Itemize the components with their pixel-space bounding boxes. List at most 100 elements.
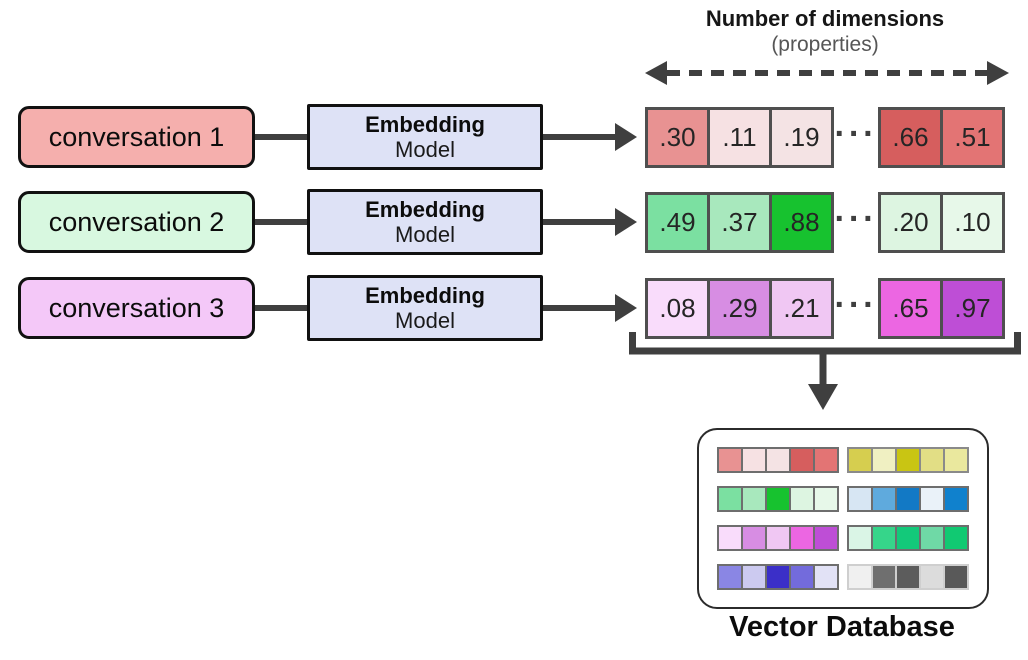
db-vector-cell [849, 449, 871, 471]
vector-database-label: Vector Database [729, 611, 955, 643]
vector-cell: .97 [940, 280, 1002, 336]
db-vector-cell [895, 566, 919, 588]
dimensions-header: Number of dimensions (properties) [645, 6, 1005, 58]
db-vector-cell [919, 449, 943, 471]
arrow-head-icon [615, 123, 637, 151]
db-yellow-vector [847, 447, 969, 473]
db-vector-cell [719, 527, 741, 549]
vector-3-right-cells: .65 .97 [878, 277, 1005, 339]
ellipsis-dots: ··· [834, 200, 878, 238]
db-vector-cell [789, 488, 813, 510]
vector-3-left-cells: .08 .29 .21 [645, 277, 834, 339]
conversation-2-box: conversation 2 [18, 191, 255, 253]
db-vector-cell [871, 566, 895, 588]
db-vector-cell [789, 449, 813, 471]
embedding-model-subtitle: Model [395, 137, 455, 162]
db-gray-vector [847, 564, 969, 590]
db-vector-cell [719, 449, 741, 471]
db-vector-cell [849, 527, 871, 549]
embedding-model-title: Embedding [365, 111, 485, 137]
connector-line [255, 219, 307, 225]
db-magenta-vector [717, 525, 839, 551]
dimensions-range-arrow-icon [645, 61, 1009, 85]
conversation-3-box: conversation 3 [18, 277, 255, 339]
vector-cell: .65 [881, 280, 940, 336]
db-vector-cell [849, 566, 871, 588]
db-vector-cell [765, 488, 789, 510]
db-red-vector [717, 447, 839, 473]
db-vector-cell [943, 527, 967, 549]
db-vector-cell [895, 488, 919, 510]
vector-2-left-cells: .49 .37 .88 [645, 191, 834, 253]
db-vector-cell [813, 527, 837, 549]
vector-cell: .29 [707, 280, 769, 336]
db-vector-cell [895, 449, 919, 471]
db-column-right [847, 447, 969, 590]
embedding-model-box-2: Embedding Model [307, 189, 543, 255]
arrow-head-icon [615, 294, 637, 322]
vector-cell: .21 [769, 280, 831, 336]
vector-cell: .51 [940, 109, 1002, 165]
vector-cell: .66 [881, 109, 940, 165]
embedding-model-subtitle: Model [395, 222, 455, 247]
db-vector-cell [871, 527, 895, 549]
db-vector-cell [895, 527, 919, 549]
vector-2-right-cells: .20 .10 [878, 191, 1005, 253]
pipeline-row-1: conversation 1 Embedding Model .30 .11 .… [0, 104, 1028, 170]
embedding-model-subtitle: Model [395, 308, 455, 333]
connector-line [255, 134, 307, 140]
db-vector-cell [741, 566, 765, 588]
vector-cell: .11 [707, 109, 769, 165]
db-vector-cell [765, 527, 789, 549]
db-vector-cell [741, 488, 765, 510]
conversation-1-box: conversation 1 [18, 106, 255, 168]
vector-cell: .49 [648, 194, 707, 250]
arrow-line [543, 134, 615, 140]
db-vector-cell [813, 566, 837, 588]
dimensions-subtitle: (properties) [771, 33, 879, 57]
ellipsis-dots: ··· [834, 115, 878, 153]
vector-cell: .30 [648, 109, 707, 165]
db-vector-cell [741, 527, 765, 549]
embedding-model-title: Embedding [365, 282, 485, 308]
db-vector-cell [813, 449, 837, 471]
db-vector-cell [765, 449, 789, 471]
db-vector-cell [813, 488, 837, 510]
db-vector-cell [919, 566, 943, 588]
db-vector-cell [943, 449, 967, 471]
arrow-line [543, 305, 615, 311]
db-blue-vector [847, 486, 969, 512]
db-column-left [717, 447, 839, 590]
embedding-model-title: Embedding [365, 196, 485, 222]
db-vector-cell [871, 488, 895, 510]
db-vector-cell [789, 527, 813, 549]
db-vector-cell [849, 488, 871, 510]
vector-cell: .10 [940, 194, 1002, 250]
db-vector-cell [719, 488, 741, 510]
db-vector-cell [943, 488, 967, 510]
pipeline-row-3: conversation 3 Embedding Model .08 .29 .… [0, 275, 1028, 341]
vector-database-box [697, 428, 989, 609]
db-vector-cell [741, 449, 765, 471]
connector-line [255, 305, 307, 311]
embedding-model-box-1: Embedding Model [307, 104, 543, 170]
pipeline-row-2: conversation 2 Embedding Model .49 .37 .… [0, 189, 1028, 255]
dimensions-title: Number of dimensions [705, 6, 945, 31]
db-vector-cell [919, 527, 943, 549]
embedding-model-box-3: Embedding Model [307, 275, 543, 341]
vector-cell: .37 [707, 194, 769, 250]
db-vector-cell [919, 488, 943, 510]
vector-cell: .08 [648, 280, 707, 336]
vector-cell: .20 [881, 194, 940, 250]
vector-cell: .88 [769, 194, 831, 250]
arrow-head-icon [615, 208, 637, 236]
db-green-vector [717, 486, 839, 512]
db-vector-cell [719, 566, 741, 588]
funnel-bracket-arrow-icon [629, 332, 1021, 410]
db-vector-cell [943, 566, 967, 588]
arrow-line [543, 219, 615, 225]
vector-cell: .19 [769, 109, 831, 165]
db-vector-cell [765, 566, 789, 588]
db-vector-cell [871, 449, 895, 471]
